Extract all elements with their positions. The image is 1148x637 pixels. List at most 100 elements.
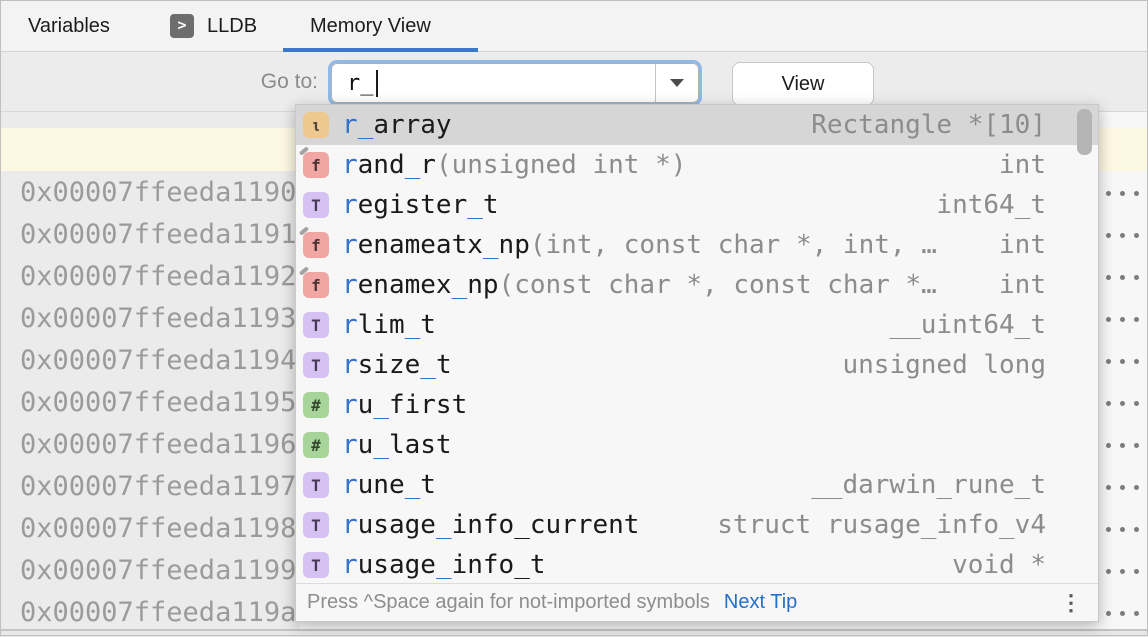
completion-item-name: renameatx_np [342, 230, 530, 260]
memory-bytes-dot [1106, 317, 1111, 322]
memory-bytes-dot [1134, 569, 1139, 574]
memory-address: 0x00007ffeeda1197 [20, 471, 297, 502]
memory-address: 0x00007ffeeda119a [20, 597, 297, 628]
memory-bytes-dot [1120, 191, 1125, 196]
goto-input[interactable]: r_ [332, 64, 655, 102]
popup-scrollbar-thumb[interactable] [1077, 109, 1092, 155]
memory-bytes-dot [1120, 275, 1125, 280]
typedef-icon: T [303, 552, 329, 578]
memory-bytes-dot [1120, 317, 1125, 322]
memory-bytes-dot [1134, 233, 1139, 238]
memory-address: 0x00007ffeeda1196 [20, 429, 297, 460]
goto-combobox[interactable]: r_ [328, 60, 702, 106]
completion-item[interactable]: #ru_last [296, 425, 1098, 465]
more-options-icon[interactable]: ⋮ [1060, 589, 1082, 615]
completion-item-type: __uint64_t [889, 310, 1046, 340]
completion-item-name: rsize_t [342, 350, 452, 380]
memory-view-toolbar: Go to: r_ View [0, 53, 1148, 112]
popup-footer: Press ^Space again for not-imported symb… [296, 583, 1098, 621]
selected-tab-underline [283, 48, 478, 52]
completion-item-name: ru_first [342, 390, 468, 420]
completion-item-type: __darwin_rune_t [811, 470, 1046, 500]
goto-input-value: r_ [347, 70, 374, 96]
function-overlay-mark [298, 226, 310, 236]
memory-bytes-dot [1134, 359, 1139, 364]
function-overlay-mark [298, 146, 310, 156]
completion-item-params: (int, const char *, int, … [529, 230, 937, 260]
variable-icon: ι [303, 112, 329, 138]
memory-bytes-dot [1134, 527, 1139, 532]
chevron-down-icon [670, 79, 684, 87]
view-button[interactable]: View [732, 62, 874, 106]
memory-address: 0x00007ffeeda1199 [20, 555, 297, 586]
memory-bottom-border [0, 629, 1148, 630]
memory-address: 0x00007ffeeda1194 [20, 345, 297, 376]
window-bottom-strip [0, 630, 1148, 637]
memory-bytes-dot [1120, 527, 1125, 532]
completion-item-name: renamex_np [342, 270, 499, 300]
typedef-icon: T [303, 312, 329, 338]
completion-item[interactable]: ι r_array Rectangle *[10] [296, 105, 1098, 145]
footer-hint: Press ^Space again for not-imported symb… [307, 591, 710, 613]
completion-item-type: int [999, 230, 1046, 260]
memory-address: 0x00007ffeeda1195 [20, 387, 297, 418]
memory-bytes-dot [1106, 569, 1111, 574]
macro-icon: # [303, 392, 329, 418]
next-tip-link[interactable]: Next Tip [723, 591, 798, 613]
function-icon: f [298, 226, 329, 258]
memory-bytes-dot [1106, 527, 1111, 532]
terminal-prompt-icon: > [170, 14, 194, 38]
completion-item-name: r_array [342, 110, 452, 140]
memory-bytes-dot [1120, 359, 1125, 364]
completion-item[interactable]: f renameatx_np(int, const char *, int, … i… [296, 225, 1098, 265]
memory-bytes-dot [1134, 401, 1139, 406]
memory-address: 0x00007ffeeda1192 [20, 261, 297, 292]
completion-item-type: Rectangle *[10] [811, 110, 1046, 140]
memory-bytes-dot [1134, 443, 1139, 448]
memory-bytes-dot [1106, 191, 1111, 196]
tab-variables[interactable]: Variables [28, 15, 110, 37]
memory-bytes-dot [1106, 233, 1111, 238]
completion-item-name: register_t [342, 190, 499, 220]
goto-label: Go to: [260, 70, 318, 93]
completion-item-type: void * [952, 550, 1046, 580]
typedef-icon: T [303, 192, 329, 218]
tab-memory-view[interactable]: Memory View [310, 15, 431, 37]
memory-bytes-dot [1120, 233, 1125, 238]
memory-bytes-dot [1134, 317, 1139, 322]
memory-address: 0x00007ffeeda1191 [20, 219, 297, 250]
memory-address: 0x00007ffeeda1193 [20, 303, 297, 334]
completion-item-type: int [999, 270, 1046, 300]
completion-item-params: (unsigned int *) [435, 150, 687, 180]
completion-item-type: int [999, 150, 1046, 180]
memory-bytes-dot [1120, 443, 1125, 448]
memory-bytes-dot [1120, 401, 1125, 406]
completion-item-type: int64_t [936, 190, 1046, 220]
completion-item-name: rusage_info_current [342, 510, 640, 540]
memory-bytes-dot [1134, 485, 1139, 490]
text-caret [375, 69, 378, 97]
debugger-tab-bar: Variables > LLDB Memory View [0, 0, 1148, 52]
memory-bytes-dot [1106, 359, 1111, 364]
memory-bytes-dot [1134, 275, 1139, 280]
typedef-icon: T [303, 472, 329, 498]
memory-bytes-dot [1106, 275, 1111, 280]
completion-item[interactable]: # ru_first [296, 385, 1098, 425]
completion-item-name: ru_last [342, 430, 452, 460]
memory-bytes-dot [1120, 569, 1125, 574]
tab-lldb[interactable]: LLDB [207, 15, 258, 37]
memory-bytes-dot [1134, 191, 1139, 196]
combo-dropdown-button[interactable] [655, 64, 698, 102]
memory-bytes-dot [1106, 485, 1111, 490]
memory-address: 0x00007ffeeda1190 [20, 177, 297, 208]
